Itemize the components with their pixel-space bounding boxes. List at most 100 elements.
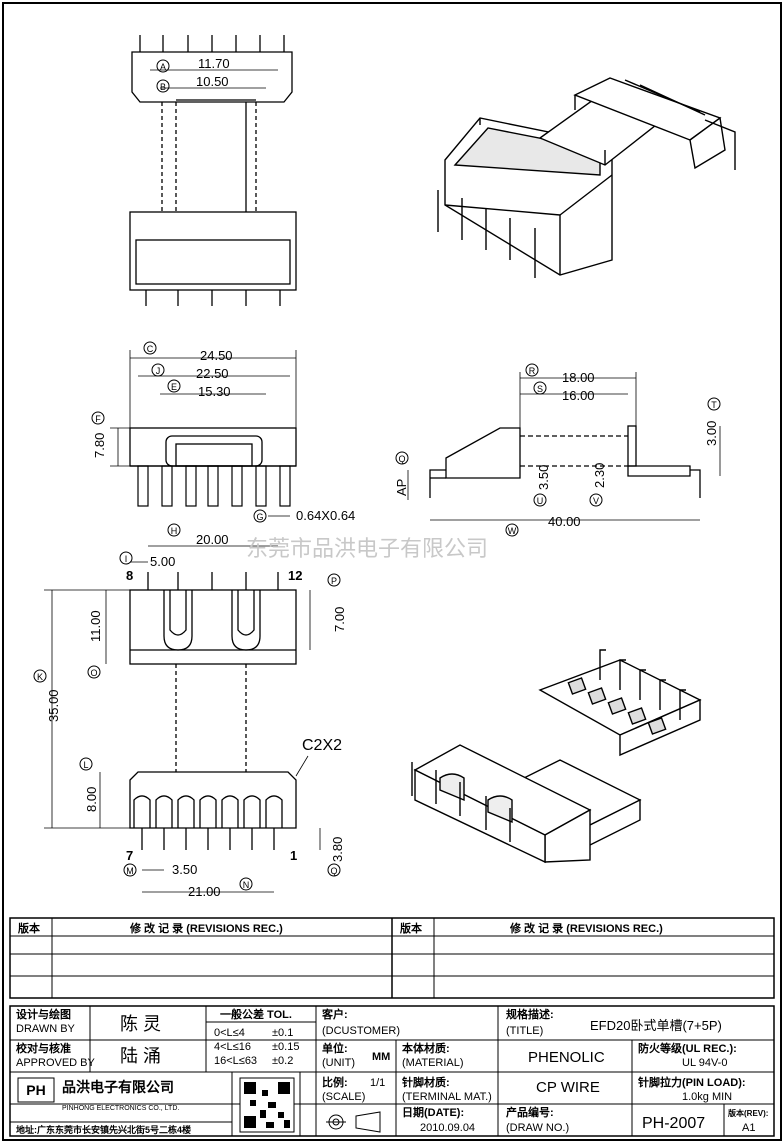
qr-code-icon [239,1077,295,1133]
dim-7-80: 7.80 [92,433,107,458]
dim-0-64: 0.64X0.64 [296,508,355,523]
fire-label: 防火等级(UL REC.): [638,1041,737,1055]
isometric-view-top [437,77,736,278]
rev-value: A1 [742,1122,755,1134]
fire-value: UL 94V-0 [682,1057,727,1069]
rev-ver-header-right: 版本 [400,921,422,935]
dim-7-00: 7.00 [332,607,347,632]
label-g: G [256,512,263,522]
rev-rec-header-left: 修 改 记 录 (REVISIONS REC.) [129,921,283,935]
dim-18-00: 18.00 [562,370,595,385]
label-m: M [126,866,134,876]
material-value: PHENOLIC [528,1049,605,1066]
bottom-view-labels: H 20.00 I 5.00 8 12 P 7.00 11.00 O K 35.… [33,523,347,899]
dim-3-00: 3.00 [704,421,719,446]
side-view [407,372,721,521]
tol-title: 一般公差 TOL. [220,1007,292,1021]
label-i: I [125,554,128,564]
label-q: Q [398,454,405,464]
company-address: 地址:广东东莞市长安镇先兴北街5号二栋4楼 [16,1124,191,1135]
dim-21-00: 21.00 [188,884,221,899]
label-k: K [37,672,43,682]
pin-12-label: 12 [288,568,302,583]
label-r: R [529,366,536,376]
dim-5-00: 5.00 [150,554,175,569]
dim-11-70: 11.70 [198,56,230,71]
label-t: T [711,400,717,410]
label-e: E [171,382,177,392]
terminal-label: 针脚材质: [402,1075,450,1089]
scale-label-en: (SCALE) [322,1091,365,1103]
tol-range-2: 4<L≤16 [214,1041,251,1053]
balloon-b [156,79,170,93]
rev-label: 版本(REV): [727,1108,768,1118]
side-view-labels: R 18.00 S 16.00 T 3.00 Q AP U 3.50 V 2.3… [394,363,721,537]
tol-value-3: ±0.2 [272,1055,293,1067]
drawn-by-value: 陈 灵 [120,1014,161,1034]
dim-2-30: 2.30 [592,463,607,488]
company-logo-text: PH [26,1082,45,1098]
drawno-value: PH-2007 [642,1115,705,1132]
dim-3-50: 3.50 [536,465,551,490]
rev-ver-header-left: 版本 [18,921,40,935]
tol-value-1: ±0.1 [272,1027,293,1039]
unit-value: MM [372,1051,390,1063]
label-v: V [593,496,599,506]
date-value: 2010.09.04 [420,1122,475,1134]
material-label: 本体材质: [402,1041,450,1055]
tol-range-1: 0<L≤4 [214,1027,245,1039]
front-view-labels: C 24.50 J 22.50 E 15.30 F 7.80 G 0.64X0.… [91,341,355,523]
dim-ap: AP [394,479,409,496]
pinload-label: 针脚拉力(PIN LOAD): [638,1075,746,1089]
drawn-by-label: 设计与绘图 [16,1007,71,1021]
dim-10-50: 10.50 [196,74,229,89]
dim-8-00: 8.00 [84,787,99,812]
customer-label: 客户: [321,1007,348,1021]
scale-label: 比例: [322,1075,348,1089]
label-c: C [147,344,154,354]
label-f: F [95,414,101,424]
dim-c2x2: C2X2 [302,737,342,754]
dim-40-00: 40.00 [548,514,581,529]
label-l: L [83,760,88,770]
label-u: U [537,496,544,506]
terminal-value: CP WIRE [536,1079,600,1096]
company-name-en: PINHONG ELECTRONICS CO., LTD. [62,1105,179,1112]
title-label-en: (TITLE) [506,1025,543,1037]
pinload-value: 1.0kg MIN [682,1091,732,1103]
approved-by-value: 陆 涌 [120,1046,161,1066]
label-n: N [243,880,250,890]
drawno-label: 产品编号: [506,1105,554,1119]
label-a: A [160,62,166,72]
dim-35-00: 35.00 [46,689,61,722]
dim-15-30: 15.30 [198,384,231,399]
unit-label: 单位: [322,1041,348,1055]
rev-rec-header-right: 修 改 记 录 (REVISIONS REC.) [509,921,663,935]
dim-20-00: 20.00 [196,532,229,547]
tol-value-2: ±0.15 [272,1041,299,1053]
label-o: O [90,668,97,678]
label-w: W [508,526,517,536]
drawno-label-en: (DRAW NO.) [506,1122,569,1134]
dim-3-80: 3.80 [330,837,345,862]
label-p: P [331,576,337,586]
scale-value: 1/1 [370,1077,385,1089]
unit-label-en: (UNIT) [322,1057,355,1069]
drawn-by-label-en: DRAWN BY [16,1023,76,1035]
company-logo [17,1077,55,1103]
pin-7-label: 7 [126,848,133,863]
projection-symbol-icon [326,1111,381,1133]
label-h: H [171,526,178,536]
revisions-table [9,917,775,999]
label-b: B [160,82,166,92]
label-q2: Q [330,866,337,876]
customer-label-en: (DCUSTOMER) [322,1025,400,1037]
date-label: 日期(DATE): [402,1105,464,1119]
title-value: EFD20卧式单槽(7+5P) [590,1018,722,1033]
bottom-view [44,545,321,893]
pin-1-label: 1 [290,848,297,863]
dim-16-00: 16.00 [562,388,595,403]
tol-range-3: 16<L≤63 [214,1055,257,1067]
